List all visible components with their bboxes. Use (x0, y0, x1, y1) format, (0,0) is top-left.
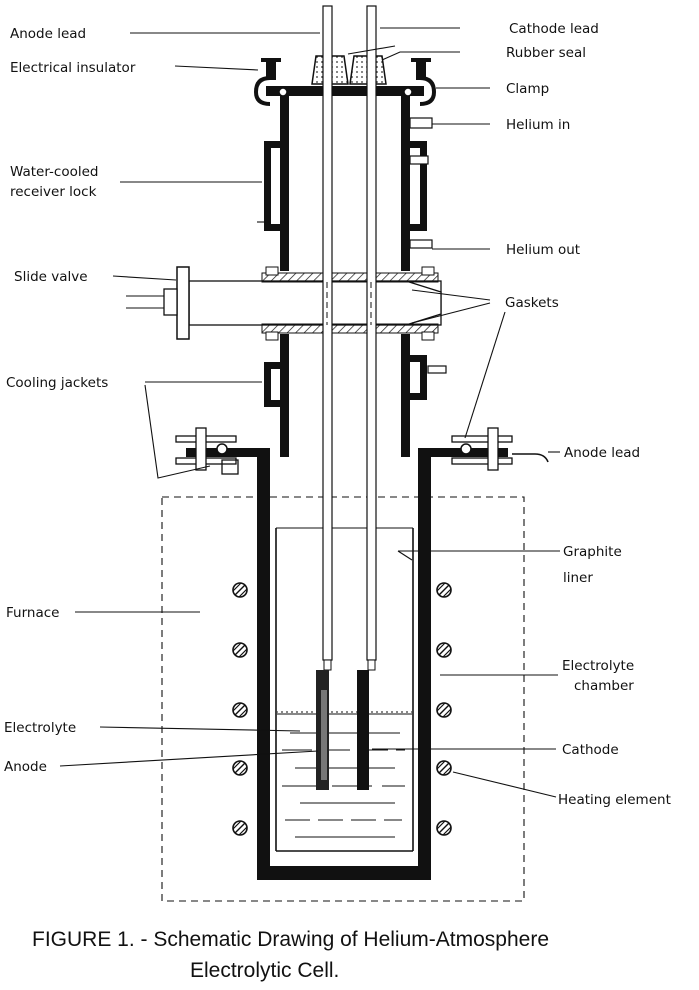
label-helium-in: Helium in (506, 117, 570, 133)
caption-line-2: Electrolytic Cell. (190, 959, 339, 982)
figure-caption: FIGURE 1. - Schematic Drawing of Helium-… (32, 928, 549, 982)
label-water-cooled: Water-cooled (10, 164, 98, 180)
label-clamp: Clamp (506, 81, 549, 97)
heating-element-coils (232, 582, 452, 836)
label-anode-lead-top: Anode lead (10, 26, 86, 42)
label-gaskets: Gaskets (505, 295, 559, 311)
caption-line-1: FIGURE 1. - Schematic Drawing of Helium-… (32, 928, 549, 951)
slide-valve (126, 266, 442, 341)
label-anode-lead-side: Anode lead (564, 445, 640, 461)
label-receiver-lock: receiver lock (10, 184, 97, 200)
leader-lines (59, 27, 560, 798)
electrode-leads (322, 5, 377, 671)
label-furnace: Furnace (6, 605, 59, 621)
label-electrolyte-chamber-1: Electrolyte (562, 658, 634, 674)
graphite-liner (275, 527, 414, 852)
electrolyte-chamber (186, 448, 508, 880)
label-electrical-insulator: Electrical insulator (10, 60, 136, 76)
label-rubber-seal: Rubber seal (506, 45, 586, 61)
label-heating-element: Heating element (558, 792, 671, 808)
label-cooling-jackets: Cooling jackets (6, 375, 108, 391)
label-cathode-lead: Cathode lead (509, 21, 599, 37)
label-electrolyte: Electrolyte (4, 720, 76, 736)
flange-clamps (175, 427, 549, 475)
label-graphite: Graphite (563, 544, 622, 560)
label-liner: liner (563, 570, 593, 586)
label-anode: Anode (4, 759, 47, 775)
label-electrolyte-chamber-2: chamber (574, 678, 634, 694)
labels: Anode lead Cathode lead Rubber seal Elec… (4, 21, 671, 808)
label-cathode: Cathode (562, 742, 619, 758)
electrolyte-bath (277, 708, 412, 838)
receiver-lock-body (257, 86, 447, 457)
clamp (253, 58, 437, 106)
label-helium-out: Helium out (506, 242, 580, 258)
label-slide-valve: Slide valve (14, 269, 88, 285)
furnace-outline (161, 496, 525, 902)
anode-rod-highlight (321, 690, 327, 780)
cathode-rod (357, 670, 369, 790)
